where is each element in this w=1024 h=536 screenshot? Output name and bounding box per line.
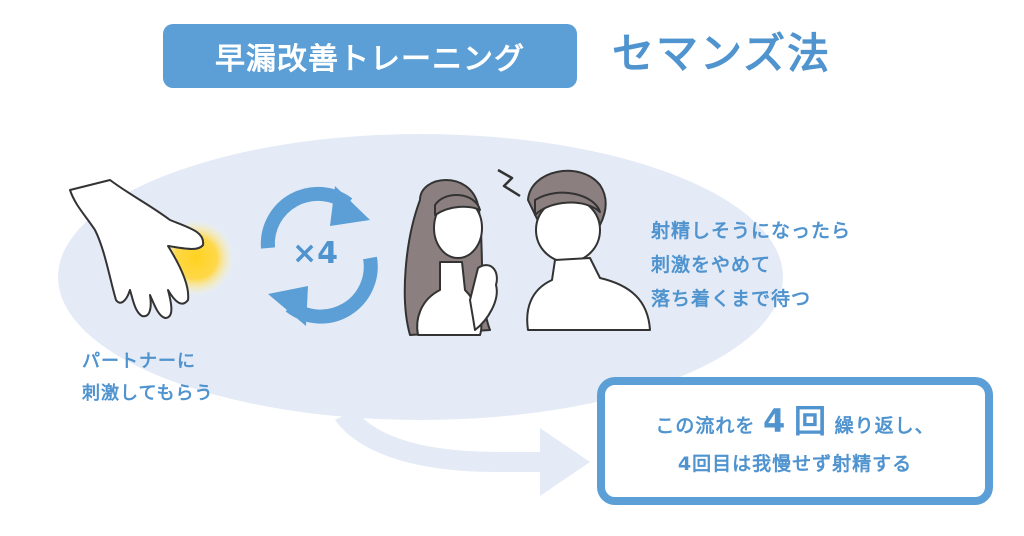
result-unit: 回 <box>793 401 827 440</box>
flow-arrow <box>335 410 590 496</box>
stop-instruction: 射精しそうになったら 刺激をやめて 落ち着くまで待つ <box>651 214 851 316</box>
title-badge: 早漏改善トレーニング <box>163 24 577 88</box>
cycle-arrowhead-top <box>330 186 370 226</box>
method-title: セマンズ法 <box>612 29 832 78</box>
cycle-arrowhead-bottom <box>268 286 308 326</box>
hand-illustration <box>69 179 205 319</box>
result-line-2: 4回目は我慢せず射精する <box>677 452 913 475</box>
result-line-1: この流れを 4 回 繰り返し、 <box>655 401 934 446</box>
result-pre: この流れを <box>655 414 756 437</box>
man-illustration <box>526 169 651 331</box>
partner-line-2: 刺激してもらう <box>82 383 214 404</box>
result-post: 繰り返し、 <box>834 414 935 437</box>
partner-instruction: パートナーに 刺激してもらう <box>82 346 214 410</box>
surprise-mark <box>497 168 521 198</box>
result-count: 4 <box>763 401 787 440</box>
woman-illustration <box>403 179 498 336</box>
repeat-count: ×4 <box>292 236 339 271</box>
stop-line-2: 刺激をやめて <box>651 254 772 276</box>
stop-line-3: 落ち着くまで待つ <box>651 288 812 310</box>
partner-line-1: パートナーに <box>82 351 196 372</box>
stop-line-1: 射精しそうになったら <box>651 220 852 242</box>
title-text: 早漏改善トレーニング <box>215 42 525 77</box>
result-box: この流れを 4 回 繰り返し、 4回目は我慢せず射精する <box>597 377 993 505</box>
